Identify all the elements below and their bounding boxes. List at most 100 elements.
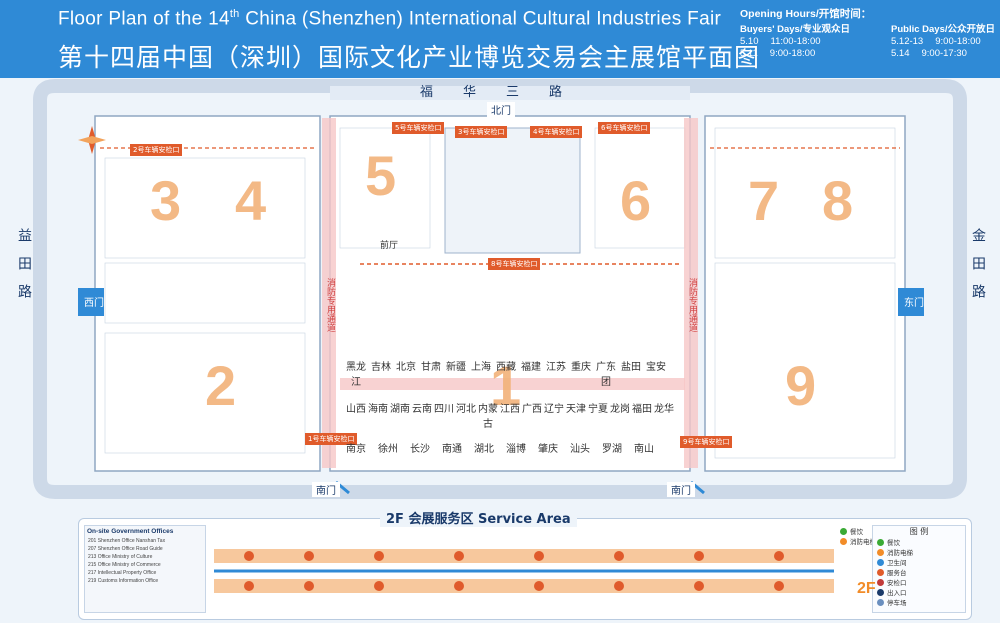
dining-icon — [877, 538, 884, 546]
elevator-icon — [840, 537, 847, 545]
province-booth[interactable]: 云南 — [412, 404, 432, 415]
province-booth[interactable]: 广东团 — [596, 362, 616, 388]
province-booth[interactable]: 南山 — [634, 444, 654, 455]
province-booth[interactable]: 南京 — [346, 444, 366, 455]
legend-item: 安检口 — [873, 577, 965, 587]
legend-title: 图 例 — [909, 527, 929, 536]
ring-road — [33, 79, 967, 499]
province-booth[interactable]: 吉林 — [371, 362, 391, 373]
central-aisle — [340, 378, 685, 390]
north-gate[interactable]: 北门 — [487, 102, 515, 117]
province-booth[interactable]: 北京 — [396, 362, 416, 373]
checkpoint-5: 5号车辆安检口 — [392, 122, 445, 134]
hall-2[interactable]: 2 — [205, 354, 237, 417]
province-booth[interactable]: 徐州 — [378, 444, 398, 455]
fire-lane-right — [684, 118, 698, 468]
hall-4[interactable]: 4 — [235, 169, 267, 232]
province-booth[interactable]: 淄博 — [506, 444, 526, 455]
hall-6[interactable]: 6 — [620, 169, 652, 232]
info-desk-icon — [877, 568, 884, 576]
province-booth[interactable]: 西藏 — [496, 362, 516, 373]
province-booth[interactable]: 宝安 — [646, 362, 666, 373]
opening-hours: Opening Hours/开馆时间： Buyers' Days/专业观众日 5… — [740, 8, 995, 60]
east-gate[interactable]: 东门 — [904, 298, 924, 309]
service-area — [78, 518, 972, 620]
province-booth[interactable]: 山西 — [346, 404, 366, 415]
title-en: Floor Plan of the 14th China (Shenzhen) … — [58, 8, 722, 30]
province-booth[interactable]: 重庆 — [571, 362, 591, 373]
map-legend: 图 例 餐饮 消防电梯 卫生间 服务台 安检口 出入口 停车场 — [872, 525, 966, 613]
checkpoint-9: 9号车辆安检口 — [680, 436, 733, 448]
foyer-label: 前厅 — [380, 241, 399, 251]
hall-8[interactable]: 8 — [822, 169, 854, 232]
province-booth[interactable]: 南通 — [442, 444, 462, 455]
province-booth[interactable]: 江苏 — [546, 362, 566, 373]
province-booth[interactable]: 上海 — [471, 362, 491, 373]
map-base — [33, 79, 967, 499]
gov-office-item: 213 Office Ministry of Culture — [88, 554, 153, 560]
gov-office-item: 217 Intellectual Property Office — [88, 570, 157, 576]
province-booth[interactable]: 甘肃 — [421, 362, 441, 373]
province-booth[interactable]: 湖南 — [390, 404, 410, 415]
gov-office-item: 201 Shenzhen Office Nanshan Tax — [88, 538, 166, 544]
province-booth[interactable]: 汕头 — [570, 444, 590, 455]
service-area-title: 2F 会展服务区 Service Area — [380, 508, 577, 527]
floor-label: 2F — [857, 580, 876, 597]
province-booth[interactable]: 天津 — [566, 404, 586, 415]
header-banner: Floor Plan of the 14th China (Shenzhen) … — [0, 0, 1000, 78]
elevator-icon — [877, 548, 884, 556]
province-booth[interactable]: 宁夏 — [588, 404, 608, 415]
gov-offices-panel: On-site Government Offices 201 Shenzhen … — [84, 525, 206, 613]
checkpoint-6: 6号车辆安检口 — [598, 122, 651, 134]
security-icon — [877, 578, 884, 586]
service-corridor — [214, 549, 834, 593]
legend-item: 停车场 — [873, 597, 965, 607]
hall-7[interactable]: 7 — [748, 169, 780, 232]
province-booth[interactable]: 福建 — [521, 362, 541, 373]
south-gate-1[interactable]: 南门 — [312, 482, 340, 497]
province-booth[interactable]: 黑龙江 — [346, 362, 366, 388]
south-gate-2[interactable]: 南门 — [667, 482, 695, 497]
fire-lane-left — [322, 118, 336, 468]
west-entrance — [78, 288, 104, 316]
legend-item: 出入口 — [873, 587, 965, 597]
hall-9[interactable]: 9 — [785, 354, 817, 417]
gov-office-item: 215 Office Ministry of Commerce — [88, 562, 161, 568]
province-booth[interactable]: 江西 — [500, 404, 520, 415]
hall-5[interactable]: 5 — [365, 144, 397, 207]
province-booth[interactable]: 河北 — [456, 404, 476, 415]
province-booth[interactable]: 辽宁 — [544, 404, 564, 415]
checkpoint-1: 1号车辆安检口 — [305, 433, 358, 445]
province-booth[interactable]: 湖北 — [474, 444, 494, 455]
province-booth[interactable]: 新疆 — [446, 362, 466, 373]
title-zh: 第十四届中国（深圳）国际文化产业博览交易会主展馆平面图 — [58, 43, 761, 72]
fire-lane-right-label: 消防专用通道 — [687, 278, 697, 332]
checkpoint-2: 2号车辆安检口 — [130, 144, 183, 156]
province-booth[interactable]: 广西 — [522, 404, 542, 415]
province-booth[interactable]: 龙华 — [654, 404, 674, 415]
province-booth[interactable]: 福田 — [632, 404, 652, 415]
road-jintian: 金田路 — [970, 228, 986, 312]
hours-title: Opening Hours/开馆时间： — [740, 8, 872, 20]
checkpoint-8: 8号车辆安检口 — [488, 258, 541, 270]
hall-1[interactable]: 1 — [490, 354, 522, 417]
gov-office-item: 219 Customs Information Office — [88, 578, 159, 584]
west-hall-block — [94, 115, 321, 472]
west-gate[interactable]: 西门 — [84, 298, 104, 309]
hall-3[interactable]: 3 — [150, 169, 182, 232]
dining-icon — [840, 527, 847, 535]
province-booth[interactable]: 长沙 — [410, 444, 430, 455]
checkpoint-4: 4号车辆安检口 — [530, 126, 583, 138]
province-booth[interactable]: 盐田 — [621, 362, 641, 373]
province-booth[interactable]: 肇庆 — [538, 444, 558, 455]
province-booth[interactable]: 龙岗 — [610, 404, 630, 415]
gov-offices-title: On-site Government Offices — [87, 528, 174, 535]
province-booth[interactable]: 四川 — [434, 404, 454, 415]
province-booth[interactable]: 罗湖 — [602, 444, 622, 455]
province-booth[interactable]: 内蒙古 — [478, 404, 498, 430]
compass — [78, 126, 106, 154]
province-booth[interactable]: 海南 — [368, 404, 388, 415]
legend-item: 消防电梯 — [873, 547, 965, 557]
